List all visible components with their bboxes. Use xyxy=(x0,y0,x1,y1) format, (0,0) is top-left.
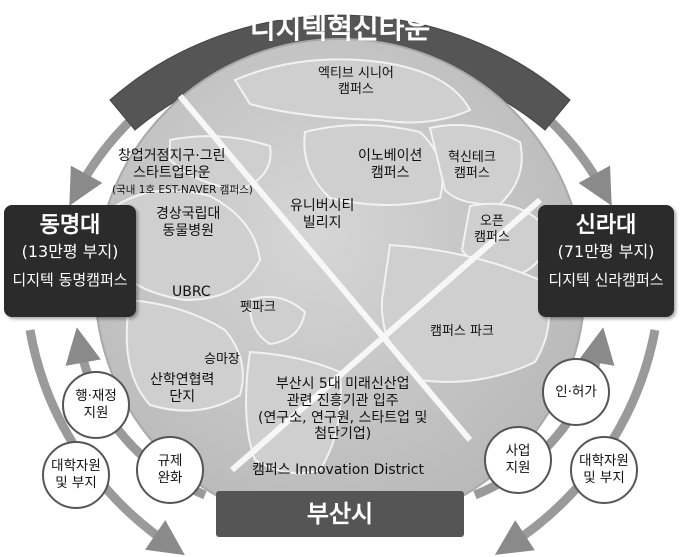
right-university-box: 신라대 (71만평 부지) 디지텍 신라캠퍼스 xyxy=(538,205,674,317)
zone-busan-desc: 부산시 5대 미래신산업 관련 진흥기관 입주 (연구소, 연구원, 스타트업 … xyxy=(258,376,428,443)
left-campus-name: 디지텍 동명캠퍼스 xyxy=(12,271,128,289)
bubble-right-support-text: 사업 지원 xyxy=(505,443,531,476)
bubble-right-permit: 인·허가 xyxy=(542,358,610,426)
zone-industry: 산학연협력 단지 xyxy=(150,372,215,405)
left-university-area: (13만평 부지) xyxy=(21,242,119,261)
left-university-box: 동명대 (13만평 부지) 디지텍 동명캠퍼스 xyxy=(4,205,136,317)
zone-campus-park: 캠퍼스 파크 xyxy=(430,324,494,339)
bubble-left-resources-text: 대학자원 및 부지 xyxy=(51,458,101,491)
zone-active-senior: 엑티브 시니어 캠퍼스 xyxy=(318,66,394,97)
zone-innovation-district: 캠퍼스 Innovation District xyxy=(252,462,424,478)
left-university-name: 동명대 xyxy=(39,213,101,238)
zone-open: 오픈 캠퍼스 xyxy=(474,214,510,245)
bubble-left-deregulation-text: 규제 완화 xyxy=(157,453,183,486)
zone-riding: 승마장 xyxy=(204,352,240,367)
bubble-right-resources: 대학자원 및 부지 xyxy=(570,436,638,504)
right-university-name: 신라대 xyxy=(575,213,637,238)
top-banner-text: 디지텍혁신타운 xyxy=(250,12,430,45)
zone-startup-note: (국내 1호 EST-NAVER 캠퍼스) xyxy=(112,184,253,196)
bubble-left-finance: 행·재정 지원 xyxy=(62,371,130,439)
right-campus-name: 디지텍 신라캠퍼스 xyxy=(548,271,664,289)
bubble-left-deregulation: 규제 완화 xyxy=(136,436,204,504)
bottom-banner: 부산시 xyxy=(216,491,464,537)
zone-animal-hospital: 경상국립대 동물병원 xyxy=(156,206,221,239)
bubble-right-resources-text: 대학자원 및 부지 xyxy=(579,453,629,486)
zone-hyeoksin: 혁신테크 캠퍼스 xyxy=(448,150,496,181)
bubble-right-support: 사업 지원 xyxy=(484,426,552,494)
zone-startup: 창업거점지구·그린 스타트업타운 xyxy=(118,148,226,181)
sphere-dividers xyxy=(177,94,542,473)
bubble-left-finance-text: 행·재정 지원 xyxy=(75,388,117,421)
bubble-left-resources: 대학자원 및 부지 xyxy=(42,441,110,509)
zone-innovation: 이노베이션 캠퍼스 xyxy=(358,148,423,181)
zone-ubrc: UBRC xyxy=(172,284,211,300)
land-parcels xyxy=(106,58,550,475)
bubble-right-permit-text: 인·허가 xyxy=(555,383,597,400)
zone-pet-park: 펫파크 xyxy=(240,300,276,315)
zone-university-village: 유니버시티 빌리지 xyxy=(290,198,355,231)
right-university-area: (71만평 부지) xyxy=(557,242,655,261)
